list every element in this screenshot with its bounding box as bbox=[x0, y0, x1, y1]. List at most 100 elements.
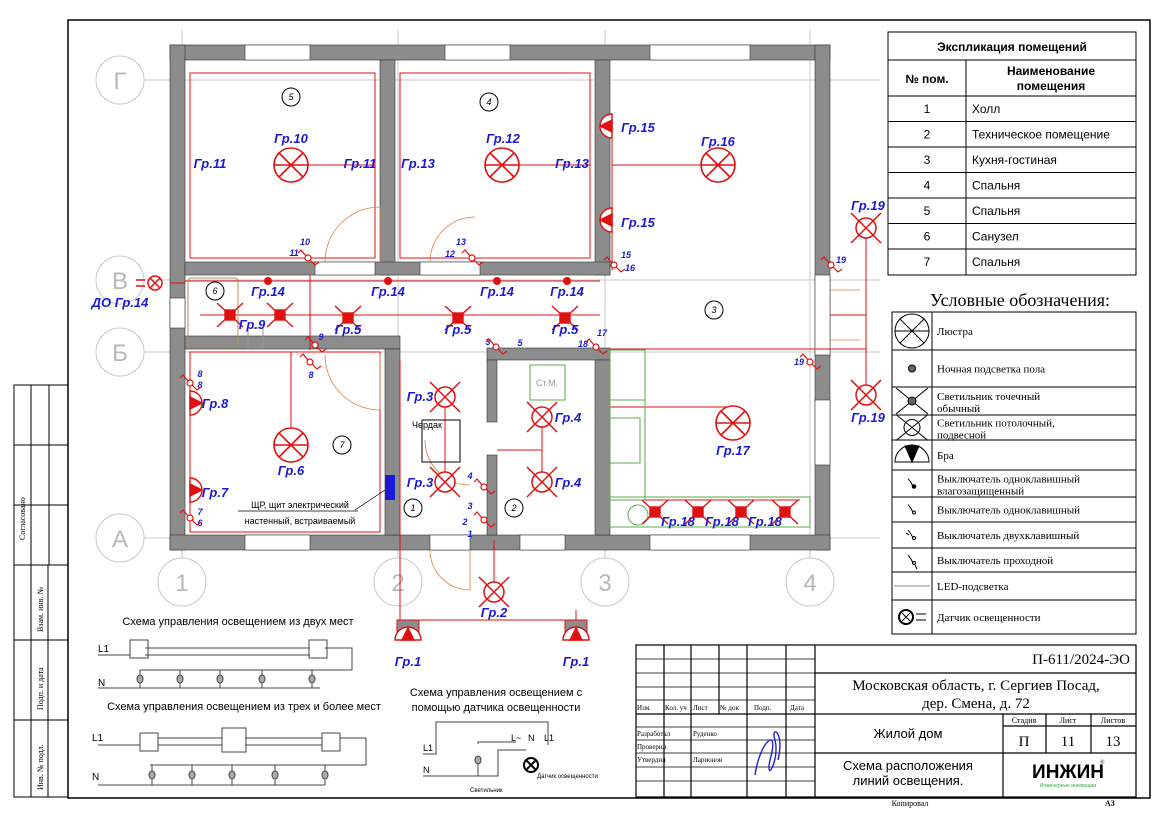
copied-label: Копировал bbox=[892, 799, 929, 808]
n-label: N bbox=[98, 678, 105, 689]
group-label: Гр.9 bbox=[239, 317, 266, 332]
address-line-2: дер. Смена, д. 72 bbox=[922, 696, 1030, 712]
replace-inv-label: Взам. инв. № bbox=[36, 587, 45, 632]
spot-core bbox=[342, 312, 354, 324]
switch-number: 12 bbox=[445, 249, 455, 259]
spot-light-icon bbox=[727, 499, 755, 525]
legend-label: Светильник потолочный, bbox=[937, 418, 1055, 430]
switch-lever bbox=[461, 249, 484, 266]
c bbox=[911, 484, 917, 489]
sensor-l-label: L~ bbox=[511, 733, 521, 743]
developed-label: Разработал bbox=[637, 730, 671, 738]
attic-hatch bbox=[421, 419, 461, 463]
switch-icon bbox=[179, 374, 202, 391]
hdr-izm: Изм. bbox=[637, 704, 651, 712]
lamp-label: Светильник bbox=[470, 788, 503, 794]
spot-core bbox=[649, 506, 661, 518]
light-fixtures bbox=[136, 113, 882, 641]
spot-core bbox=[274, 309, 286, 321]
format-label: А3 bbox=[1105, 799, 1115, 808]
led-point-icon bbox=[384, 277, 392, 285]
hdr-list: Лист bbox=[693, 704, 708, 712]
switch-number: 5 bbox=[517, 338, 523, 348]
legend-label: Ночная подсветка пола bbox=[937, 364, 1045, 376]
spot-light-icon bbox=[551, 305, 579, 331]
group-label: Гр.14 bbox=[251, 284, 285, 299]
cross bbox=[850, 379, 882, 411]
sconce-icon bbox=[189, 390, 204, 416]
ceiling-light-icon bbox=[526, 466, 558, 498]
legend-title: Условные обозначения: bbox=[930, 290, 1110, 310]
axis-bubble bbox=[95, 513, 145, 563]
stage-label: Стадия bbox=[1012, 716, 1037, 725]
sheets-label: Листов bbox=[1101, 716, 1126, 725]
legend-label: Бра bbox=[937, 450, 954, 462]
legend-frame bbox=[891, 311, 1137, 635]
ceiling-light-icon bbox=[850, 212, 882, 244]
scheme-switch bbox=[308, 639, 328, 659]
chandelier-icon bbox=[484, 147, 520, 183]
group-label: Гр.18 bbox=[661, 514, 695, 529]
switch-number: 19 bbox=[794, 357, 804, 367]
panel-note-2: настенный, встраиваемый bbox=[245, 516, 356, 526]
n-label: N bbox=[92, 772, 99, 783]
spot-light-icon bbox=[444, 305, 472, 331]
switch-body bbox=[468, 254, 476, 262]
switch-body bbox=[186, 379, 194, 387]
electrical-panel bbox=[385, 475, 395, 500]
group-label: Гр.1 bbox=[395, 654, 421, 669]
axis-bubble bbox=[785, 557, 835, 607]
hdr-date: Дата bbox=[790, 704, 805, 712]
group-label: Гр.19 bbox=[851, 410, 885, 425]
sconce-fill bbox=[400, 626, 416, 641]
sensor-label: Датчик освещенности bbox=[537, 774, 598, 780]
switch-lever bbox=[585, 338, 608, 355]
switch-number: 10 bbox=[300, 237, 310, 247]
scheme-lamp bbox=[176, 674, 184, 684]
control-schemes: Схема управления освещением из двух мест… bbox=[92, 616, 598, 794]
spot-light-icon bbox=[684, 499, 712, 525]
switch-number: 19 bbox=[836, 255, 846, 265]
axis-number: 4 bbox=[803, 570, 816, 597]
p bbox=[894, 444, 930, 463]
spot-light-icon bbox=[641, 499, 669, 525]
group-label: Гр.8 bbox=[202, 396, 229, 411]
sensor-l1-label: L1 bbox=[423, 743, 433, 753]
led-point-icon bbox=[493, 277, 501, 285]
switch-number: 8 bbox=[197, 380, 202, 390]
group-label: Гр.13 bbox=[401, 156, 435, 171]
attic-label: Чердак bbox=[412, 420, 442, 430]
switch-body bbox=[311, 341, 319, 349]
agreed-label: Согласовано bbox=[18, 497, 27, 540]
cross bbox=[478, 576, 510, 608]
legend-label: Люстра bbox=[937, 326, 973, 338]
switch-icon bbox=[304, 336, 327, 353]
switch-lever bbox=[799, 353, 822, 370]
cross bbox=[429, 381, 461, 413]
sheet-value: 11 bbox=[1061, 734, 1075, 750]
sconce-icon bbox=[598, 207, 613, 233]
axis-bubble bbox=[95, 327, 145, 377]
chandelier-line bbox=[705, 152, 731, 178]
chandelier-icon bbox=[894, 313, 930, 349]
explication-num: 4 bbox=[924, 179, 931, 193]
axis-letter: Г bbox=[114, 68, 127, 95]
room-marker-circle bbox=[403, 498, 423, 518]
room-marker-circle bbox=[281, 87, 301, 107]
group-label: Гр.7 bbox=[202, 485, 229, 500]
group-label: Гр.14 bbox=[550, 284, 584, 299]
switch-body bbox=[306, 358, 314, 366]
chandelier-line bbox=[489, 152, 515, 178]
c bbox=[898, 609, 914, 625]
legend-label-2: подвесной bbox=[937, 430, 986, 442]
switch-body bbox=[480, 483, 488, 491]
group-label: Гр.3 bbox=[407, 475, 434, 490]
scheme-sensor-icon bbox=[523, 757, 539, 773]
switch-number: 3 bbox=[467, 501, 472, 511]
group-label: Гр.15 bbox=[621, 215, 655, 230]
